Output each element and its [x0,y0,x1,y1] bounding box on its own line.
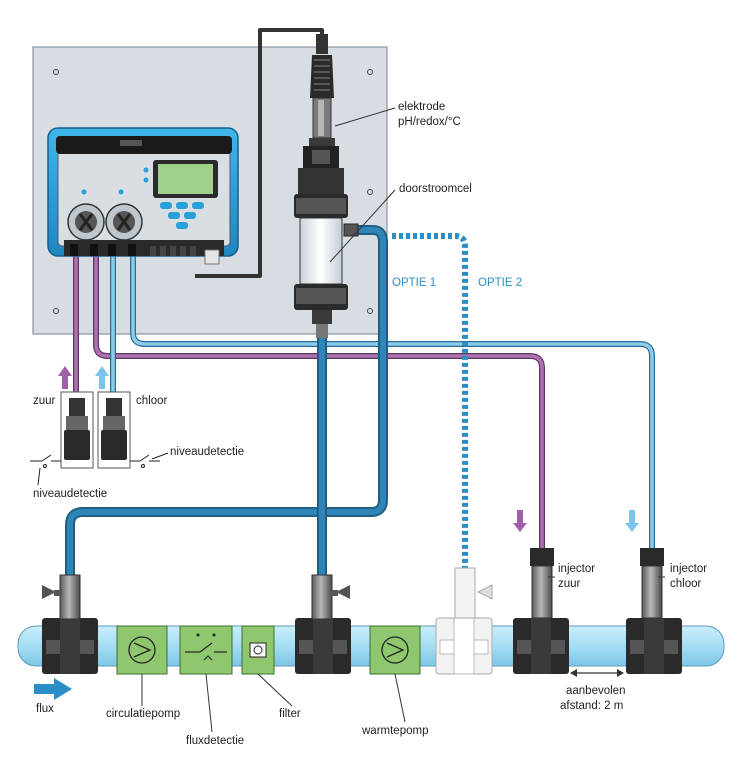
clamp-5 [626,618,682,674]
chlorine-canister [97,391,131,469]
acid-label: zuur [33,395,56,407]
electrode-label-2: pH/redox/°C [398,116,461,128]
level-detection-label-right: niveaudetectie [170,446,245,458]
clamp-2 [295,618,351,674]
acid-canister [60,391,94,469]
circulation-pump-label: circulatiepomp [106,708,181,720]
dosing-controller [47,127,239,265]
flow-detection-label: fluxdetectie [186,735,245,747]
injector-chlorine-label-1: injector [670,563,708,575]
clamp-3-ghost [435,617,493,675]
flow-cell-label: doorstroomcel [399,183,472,195]
option1-label: OPTIE 1 [392,277,437,289]
injector-acid [530,548,554,619]
valve-middle [311,574,350,620]
pump-head-acid [67,203,105,241]
arrow-right-icon [34,678,72,700]
injector-chlorine [640,548,664,619]
filter-icon [241,625,275,675]
chlorine-label: chloor [136,395,168,407]
arrow-up-icon [95,366,109,389]
level-switch-left [30,454,61,486]
pump-icon [116,625,168,675]
recommended-distance-label-1: aanbevolen [566,685,626,697]
flow-cell [294,168,396,338]
arrow-up-icon [58,366,72,389]
heat-pump-label: warmtepomp [362,725,429,737]
electrode-label-1: elektrode [398,101,446,113]
option2-label: OPTIE 2 [478,277,523,289]
recommended-distance-label-2: afstand: 2 m [560,700,624,712]
arrow-down-icon [513,510,527,532]
clamp-1 [42,618,98,674]
arrow-down-icon [625,510,639,532]
electrode [303,34,396,168]
level-detection-label-left: niveaudetectie [33,488,108,500]
clamp-4 [513,618,569,674]
injector-chlorine-label-2: chloor [670,578,702,590]
level-switch-right [130,452,169,468]
injector-acid-label-2: zuur [558,578,581,590]
pump-icon [369,625,421,675]
flow-switch-icon [179,625,233,675]
option2-line [392,233,468,568]
injector-acid-label-1: injector [558,563,596,575]
valve-option2-ghost [454,567,493,619]
valve-left [42,574,81,620]
flow-label: flux [36,703,54,715]
pump-head-chlorine [105,203,143,241]
filter-label: filter [279,708,301,720]
double-arrow-icon [570,669,624,677]
